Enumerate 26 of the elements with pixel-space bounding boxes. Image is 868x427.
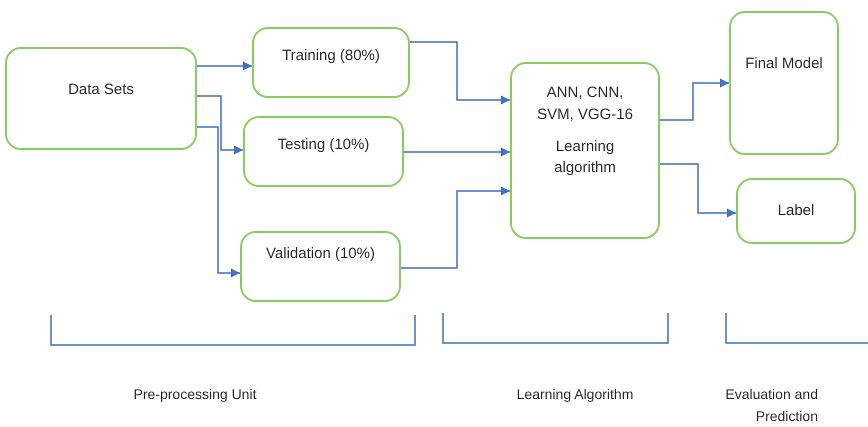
- process-box: [510, 62, 660, 239]
- process-box: [729, 11, 839, 155]
- section-label: Evaluation and Prediction: [724, 385, 818, 426]
- section-label: Pre-processing Unit: [132, 385, 258, 404]
- process-box: [252, 27, 410, 98]
- box-label: Learning algorithm: [553, 136, 617, 178]
- box-label: Training (80%): [282, 46, 380, 66]
- process-box: [243, 116, 404, 187]
- section-label: Learning Algorithm: [516, 385, 634, 404]
- box-label: Data Sets: [68, 80, 134, 100]
- process-box: [736, 178, 856, 244]
- arrow: [401, 186, 510, 269]
- arrow: [197, 62, 252, 70]
- box-label: Validation (10%): [266, 244, 375, 264]
- box-label: Final Model: [745, 54, 823, 74]
- arrow: [197, 95, 243, 154]
- process-box: [5, 47, 197, 150]
- arrow: [660, 163, 736, 218]
- arrow: [410, 41, 510, 104]
- box-label: Label: [778, 201, 814, 222]
- arrow: [660, 78, 729, 121]
- box-label: ANN, CNN, SVM, VGG-16: [536, 83, 634, 125]
- process-box: [240, 231, 401, 302]
- arrow: [197, 126, 240, 278]
- box-label: Testing (10%): [278, 135, 370, 155]
- arrow: [404, 148, 510, 156]
